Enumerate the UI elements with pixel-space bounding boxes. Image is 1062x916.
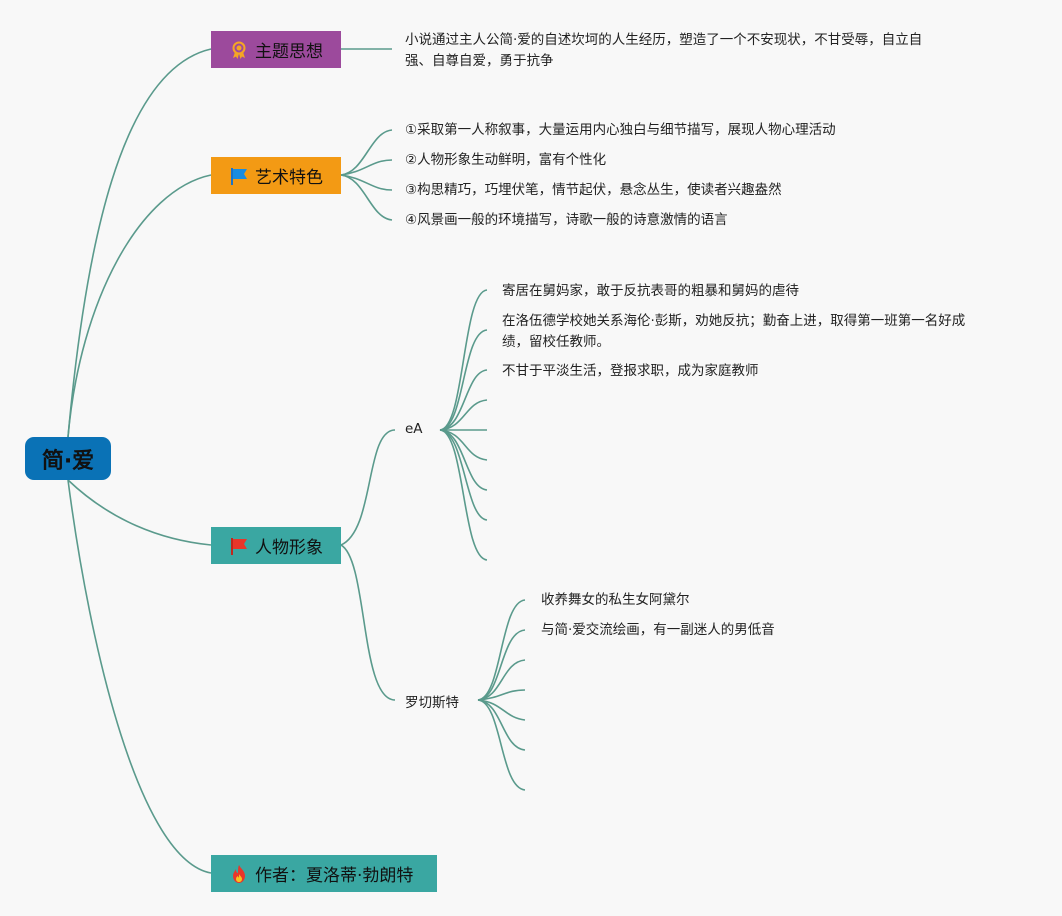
link-ea-empty-6	[439, 429, 488, 561]
branch-art[interactable]: 艺术特色	[211, 157, 341, 194]
branch-art-label: 艺术特色	[255, 168, 323, 188]
link-rochester-empty-5	[477, 699, 526, 791]
branch-characters[interactable]: 人物形象	[211, 527, 341, 564]
art-item-3[interactable]: ③构思精巧，巧埋伏笔，情节起伏，悬念丛生，使读者兴趣盎然	[405, 180, 782, 201]
art-item-4[interactable]: ④风景画一般的环境描写，诗歌一般的诗意激情的语言	[405, 210, 728, 231]
link-ea-empty-1	[439, 399, 488, 431]
ea-item-1[interactable]: 寄居在舅妈家，敢于反抗表哥的粗暴和舅妈的虐待	[502, 281, 799, 302]
branch-author-label: 作者：夏洛蒂·勃朗特	[255, 866, 414, 886]
art-item-2[interactable]: ②人物形象生动鲜明，富有个性化	[405, 150, 606, 171]
link-art-item-2	[340, 159, 393, 176]
branch-theme-label: 主题思想	[255, 42, 323, 62]
subtopic-ea[interactable]: eA	[405, 421, 423, 437]
branch-theme[interactable]: 主题思想	[211, 31, 341, 68]
link-root-author	[67, 479, 212, 874]
link-rochester-item-1	[477, 599, 526, 701]
rochester-item-2-text: 与简·爱交流绘画，有一副迷人的男低音	[541, 622, 775, 638]
rochester-item-2[interactable]: 与简·爱交流绘画，有一副迷人的男低音	[541, 620, 775, 641]
blue-flag-icon	[229, 166, 249, 186]
link-ea-empty-4	[439, 429, 488, 491]
subtopic-rochester[interactable]: 罗切斯特	[405, 691, 459, 711]
ea-item-3[interactable]: 不甘于平淡生活，登报求职，成为家庭教师	[502, 361, 759, 382]
red-flag-icon	[229, 536, 249, 556]
root-topic[interactable]: 简·爱	[25, 437, 111, 480]
link-rochester-item-2	[477, 629, 526, 701]
rochester-item-1[interactable]: 收养舞女的私生女阿黛尔	[541, 590, 690, 611]
ea-item-3-text: 不甘于平淡生活，登报求职，成为家庭教师	[502, 363, 759, 379]
ea-item-1-text: 寄居在舅妈家，敢于反抗表哥的粗暴和舅妈的虐待	[502, 283, 799, 299]
link-art-item-1	[340, 129, 393, 176]
link-ea-item-3	[439, 369, 488, 431]
branch-characters-label: 人物形象	[255, 538, 323, 558]
rochester-item-1-text: 收养舞女的私生女阿黛尔	[541, 592, 690, 608]
art-item-1-text: ①采取第一人称叙事，大量运用内心独白与细节描写，展现人物心理活动	[405, 122, 836, 138]
fire-icon	[229, 864, 249, 884]
art-item-4-text: ④风景画一般的环境描写，诗歌一般的诗意激情的语言	[405, 212, 728, 228]
link-ea-item-2	[439, 329, 488, 431]
link-ea-item-1	[439, 289, 488, 431]
link-root-characters	[67, 479, 212, 546]
ea-item-2[interactable]: 在洛伍德学校她关系海伦·彭斯，劝她反抗；勤奋上进，取得第一班第一名好成绩，留校任…	[502, 311, 992, 353]
link-root-theme	[67, 48, 212, 438]
subtopic-ea-label: eA	[405, 421, 423, 437]
link-characters-ea	[340, 429, 396, 546]
theme-description[interactable]: 小说通过主人公简·爱的自述坎坷的人生经历，塑造了一个不安现状，不甘受辱，自立自强…	[405, 30, 925, 72]
root-topic-label: 简·爱	[41, 448, 95, 474]
link-rochester-empty-4	[477, 699, 526, 751]
subtopic-rochester-label: 罗切斯特	[405, 695, 459, 711]
medal-icon	[229, 40, 249, 60]
ea-item-2-text: 在洛伍德学校她关系海伦·彭斯，劝她反抗；勤奋上进，取得第一班第一名好成绩，留校任…	[502, 313, 966, 350]
link-art-item-4	[340, 174, 393, 221]
theme-description-text: 小说通过主人公简·爱的自述坎坷的人生经历，塑造了一个不安现状，不甘受辱，自立自强…	[405, 32, 923, 69]
branch-author[interactable]: 作者：夏洛蒂·勃朗特	[211, 855, 437, 892]
art-item-1[interactable]: ①采取第一人称叙事，大量运用内心独白与细节描写，展现人物心理活动	[405, 120, 836, 141]
art-item-2-text: ②人物形象生动鲜明，富有个性化	[405, 152, 607, 168]
link-characters-rochester	[340, 544, 396, 701]
art-item-3-text: ③构思精巧，巧埋伏笔，情节起伏，悬念丛生，使读者兴趣盎然	[405, 182, 782, 198]
link-rochester-empty-2	[477, 689, 526, 701]
link-root-art	[67, 174, 212, 438]
